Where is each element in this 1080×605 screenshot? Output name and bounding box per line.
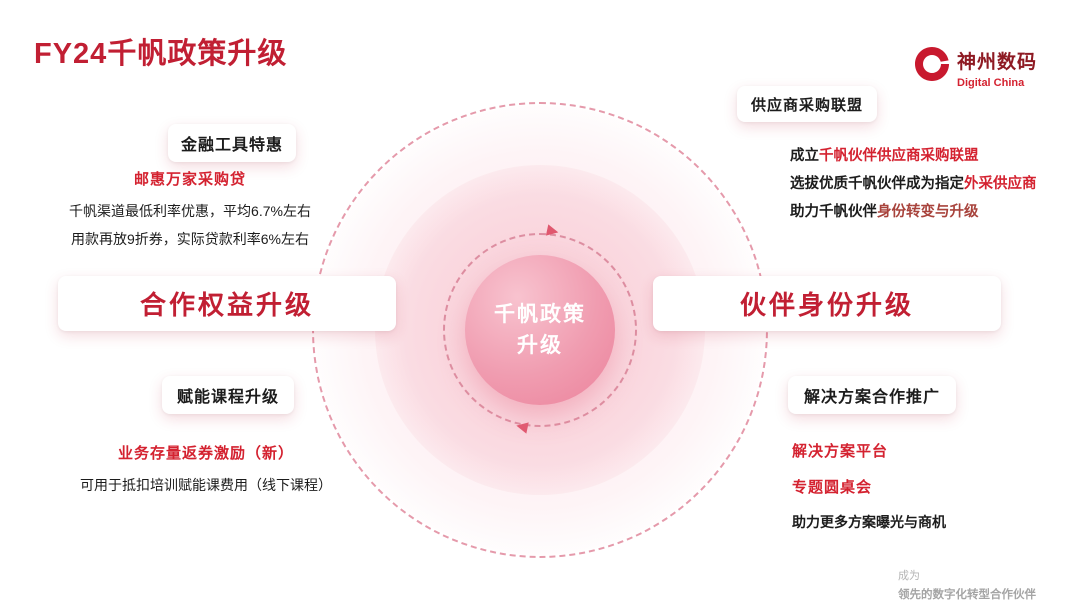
supplier-alliance-header-label: 供应商采购联盟 bbox=[750, 96, 863, 114]
alliance-line-red-text: 身份转变与升级 bbox=[877, 204, 979, 220]
finance-tools-header-label: 金融工具特惠 bbox=[180, 137, 283, 154]
alliance-line-text: 成立 bbox=[790, 148, 819, 164]
inner-dashed-ring bbox=[443, 233, 637, 427]
center-topic-circle: 千帆政策 升级 bbox=[465, 255, 615, 405]
finance-detail-block: 邮惠万家采购贷 千帆渠道最低利率优惠，平均6.7%左右 用款再放9折券，实际贷款… bbox=[18, 168, 362, 253]
alliance-detail-block: 成立千帆伙伴供应商采购联盟 选拔优质千帆伙伴成为指定外采供应商 助力千帆伙伴身份… bbox=[790, 142, 1070, 226]
supplier-alliance-header-card: 供应商采购联盟 bbox=[737, 86, 877, 122]
center-topic-line2: 升级 bbox=[517, 334, 563, 357]
right-main-label: 伙伴身份升级 bbox=[739, 290, 914, 320]
course-upgrade-header-card: 赋能课程升级 bbox=[162, 376, 294, 414]
logo-name-en: Digital China bbox=[957, 77, 1025, 89]
page-title: FY24千帆政策升级 bbox=[34, 38, 288, 70]
course-detail-block: 业务存量返券激励（新） 可用于抵扣培训赋能课费用（线下课程） bbox=[12, 442, 400, 495]
alliance-line: 选拔优质千帆伙伴成为指定外采供应商 bbox=[790, 170, 1070, 198]
alliance-line-text: 选拔优质千帆伙伴成为指定 bbox=[790, 176, 964, 192]
digital-china-logo: 神州数码 Digital China bbox=[912, 44, 1037, 89]
finance-lines: 千帆渠道最低利率优惠，平均6.7%左右 用款再放9折券，实际贷款利率6%左右 bbox=[18, 197, 362, 253]
alliance-line-text: 助力千帆伙伴 bbox=[790, 204, 877, 220]
solution-highlight: 解决方案平台 bbox=[792, 443, 889, 460]
course-line: 可用于抵扣培训赋能课费用（线下课程） bbox=[80, 477, 332, 493]
course-highlight: 业务存量返券激励（新） bbox=[117, 445, 294, 462]
finance-line: 用款再放9折券，实际贷款利率6%左右 bbox=[70, 231, 310, 247]
footer-line2: 领先的数字化转型合作伙伴 bbox=[898, 589, 1036, 601]
alliance-line: 成立千帆伙伴供应商采购联盟 bbox=[790, 142, 1070, 170]
logo-name-cn: 神州数码 bbox=[957, 52, 1038, 73]
alliance-line-red-text: 千帆伙伴供应商采购联盟 bbox=[819, 148, 979, 164]
finance-highlight: 邮惠万家采购贷 bbox=[133, 171, 246, 188]
solution-promo-header-card: 解决方案合作推广 bbox=[788, 376, 956, 414]
solution-detail-block: 解决方案平台 专题圆桌会 助力更多方案曝光与商机 bbox=[792, 440, 1052, 532]
finance-tools-header-card: 金融工具特惠 bbox=[168, 124, 296, 162]
left-main-label: 合作权益升级 bbox=[139, 290, 314, 320]
finance-line: 千帆渠道最低利率优惠，平均6.7%左右 bbox=[69, 203, 311, 219]
cycle-arrow-icon: ▶ bbox=[545, 220, 561, 241]
alliance-line-red-text: 外采供应商 bbox=[964, 176, 1037, 192]
center-topic-line1: 千帆政策 bbox=[494, 303, 586, 326]
course-upgrade-header-label: 赋能课程升级 bbox=[176, 389, 279, 406]
alliance-line: 助力千帆伙伴身份转变与升级 bbox=[790, 198, 1070, 226]
logo-text: 神州数码 Digital China bbox=[957, 44, 1037, 89]
right-main-card: 伙伴身份升级 bbox=[653, 276, 1001, 331]
solution-promo-header-label: 解决方案合作推广 bbox=[803, 389, 940, 406]
footer-line1: 成为 bbox=[898, 570, 920, 582]
solution-line: 助力更多方案曝光与商机 bbox=[792, 514, 946, 530]
digital-china-swirl-icon bbox=[912, 44, 952, 84]
solution-highlight: 专题圆桌会 bbox=[792, 479, 873, 496]
left-main-card: 合作权益升级 bbox=[58, 276, 396, 331]
footer-slogan: 成为 领先的数字化转型合作伙伴 bbox=[898, 567, 1036, 602]
